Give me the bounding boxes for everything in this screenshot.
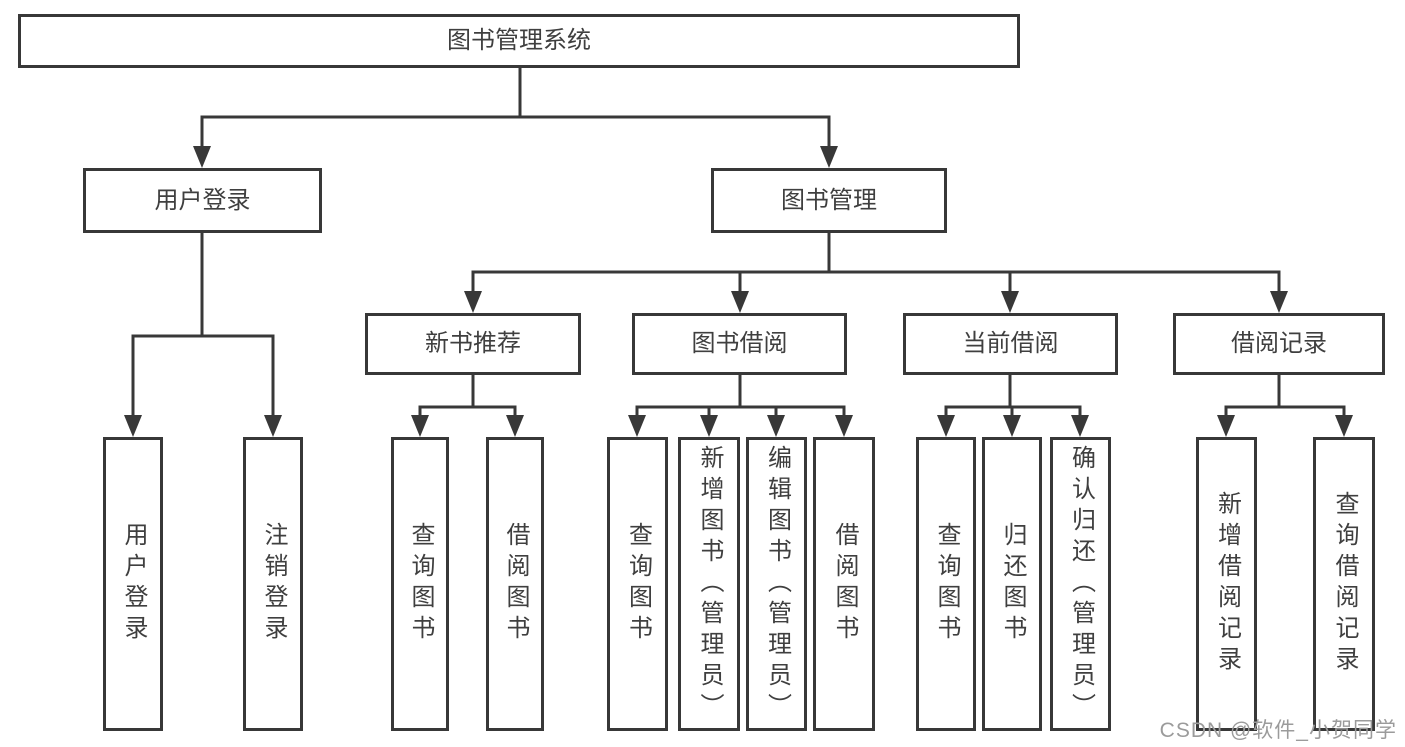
node-label: 图书借阅 bbox=[691, 330, 788, 357]
leaf-label: 查询图书 bbox=[407, 522, 434, 646]
node-new-book-recommend: 新书推荐 bbox=[365, 313, 581, 375]
leaf-logout: 注销登录 bbox=[243, 437, 303, 731]
leaf-label: 新增借阅记录 bbox=[1213, 491, 1241, 677]
leaf-label: 借阅图书 bbox=[831, 522, 858, 646]
leaf-label: 用户登录 bbox=[120, 522, 147, 646]
leaf-label: 借阅图书 bbox=[502, 522, 529, 646]
node-label: 当前借阅 bbox=[962, 330, 1059, 357]
node-borrow-records: 借阅记录 bbox=[1173, 313, 1385, 375]
leaf-label: 新增图书（管理员） bbox=[696, 444, 723, 724]
leaf-recommend-borrow-book: 借阅图书 bbox=[486, 437, 544, 731]
leaf-label: 查询图书 bbox=[933, 522, 960, 646]
leaf-borrow-edit-book-admin: 编辑图书（管理员） bbox=[746, 437, 807, 731]
node-current-borrow: 当前借阅 bbox=[903, 313, 1118, 375]
watermark: CSDN @软件_小贺同学 bbox=[1159, 719, 1397, 742]
leaf-user-login: 用户登录 bbox=[103, 437, 163, 731]
leaf-borrow-query-book: 查询图书 bbox=[607, 437, 668, 731]
leaf-borrow-add-book-admin: 新增图书（管理员） bbox=[678, 437, 740, 731]
node-label: 用户登录 bbox=[154, 186, 251, 214]
leaf-recommend-query-book: 查询图书 bbox=[391, 437, 449, 731]
leaf-label: 查询图书 bbox=[624, 522, 652, 646]
leaf-borrow-borrow-book: 借阅图书 bbox=[813, 437, 875, 731]
node-book-borrow: 图书借阅 bbox=[632, 313, 847, 375]
node-label: 图书管理系统 bbox=[447, 27, 591, 54]
node-label: 借阅记录 bbox=[1231, 330, 1327, 357]
leaf-label: 归还图书 bbox=[999, 522, 1026, 646]
leaf-label: 确认归还（管理员） bbox=[1067, 444, 1095, 724]
leaf-current-return-book: 归还图书 bbox=[982, 437, 1042, 731]
node-book-management: 图书管理 bbox=[711, 168, 947, 233]
node-label: 图书管理 bbox=[781, 186, 877, 214]
leaf-label: 编辑图书（管理员） bbox=[763, 444, 791, 724]
leaf-current-query-book: 查询图书 bbox=[916, 437, 976, 731]
node-library-system: 图书管理系统 bbox=[18, 14, 1020, 68]
leaf-label: 注销登录 bbox=[260, 522, 287, 646]
node-label: 新书推荐 bbox=[425, 330, 521, 357]
leaf-label: 查询借阅记录 bbox=[1331, 491, 1358, 677]
leaf-record-add: 新增借阅记录 bbox=[1196, 437, 1257, 731]
leaf-current-confirm-return-admin: 确认归还（管理员） bbox=[1050, 437, 1111, 731]
leaf-record-query: 查询借阅记录 bbox=[1313, 437, 1375, 731]
node-user-login: 用户登录 bbox=[83, 168, 322, 233]
